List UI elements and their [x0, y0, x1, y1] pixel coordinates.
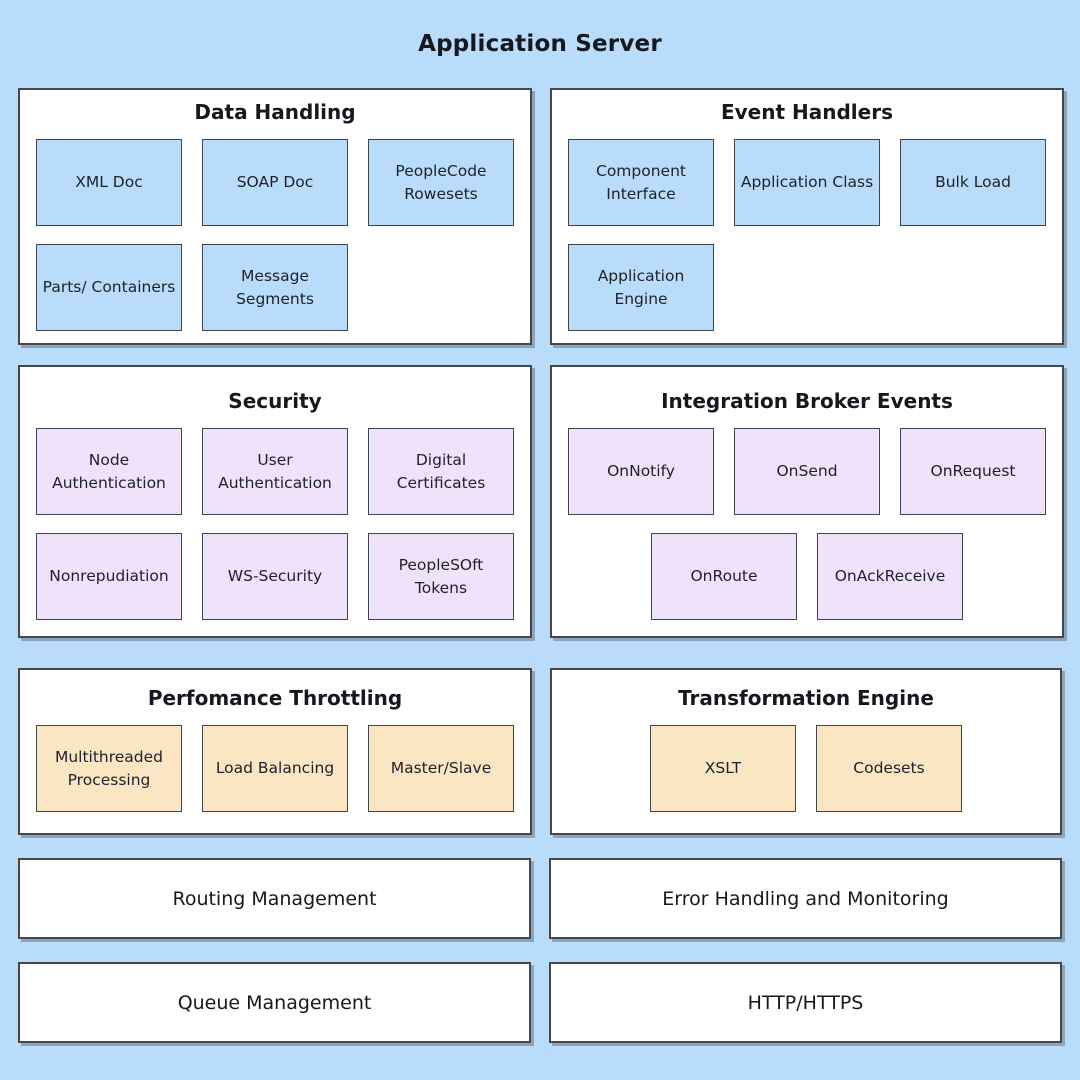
panel-title-event-handlers: Event Handlers — [720, 100, 893, 124]
bar-error-handling-and-monitoring: Error Handling and Monitoring — [549, 858, 1062, 939]
box-node-authentication: Node Authentication — [36, 428, 182, 515]
box-row: XML Doc SOAP Doc PeopleCode Rowesets — [36, 139, 514, 226]
box-row: Parts/ Containers Message Segments — [36, 244, 514, 331]
row-queue-http: Queue Management HTTP/HTTPS — [0, 962, 1080, 1043]
panel-title-perfomance-throttling: Perfomance Throttling — [147, 686, 403, 710]
bar-routing-management: Routing Management — [18, 858, 531, 939]
box-soap-doc: SOAP Doc — [202, 139, 348, 226]
box-message-segments: Message Segments — [202, 244, 348, 331]
diagram-header: Application Server — [0, 0, 1080, 88]
box-application-class: Application Class — [734, 139, 880, 226]
box-onackreceive: OnAckReceive — [817, 533, 963, 620]
box-row: Component Interface Application Class Bu… — [568, 139, 1046, 226]
box-onroute: OnRoute — [651, 533, 797, 620]
box-peoplesoft-tokens: PeopleSOft Tokens — [368, 533, 514, 620]
box-xslt: XSLT — [650, 725, 796, 812]
panel-title-data-handling: Data Handling — [194, 100, 356, 124]
box-xml-doc: XML Doc — [36, 139, 182, 226]
box-row: Multithreaded Processing Load Balancing … — [36, 725, 514, 812]
panel-event-handlers: Event Handlers Component Interface Appli… — [550, 88, 1064, 345]
panel-title-transformation-engine: Transformation Engine — [678, 686, 934, 710]
panel-security: Security Node Authentication User Authen… — [18, 365, 532, 638]
row-routing-error: Routing Management Error Handling and Mo… — [0, 858, 1080, 939]
box-row: Application Engine — [568, 244, 1046, 331]
box-multithreaded-processing: Multithreaded Processing — [36, 725, 182, 812]
box-codesets: Codesets — [816, 725, 962, 812]
box-load-balancing: Load Balancing — [202, 725, 348, 812]
box-row: XSLT Codesets — [568, 725, 1044, 812]
box-onnotify: OnNotify — [568, 428, 714, 515]
box-master-slave: Master/Slave — [368, 725, 514, 812]
row-security-ibe: Security Node Authentication User Authen… — [0, 365, 1080, 638]
page-title: Application Server — [418, 31, 662, 57]
panel-transformation-engine: Transformation Engine XSLT Codesets — [550, 668, 1062, 835]
box-component-interface: Component Interface — [568, 139, 714, 226]
panel-data-handling: Data Handling XML Doc SOAP Doc PeopleCod… — [18, 88, 532, 345]
bar-http-https: HTTP/HTTPS — [549, 962, 1062, 1043]
box-row: OnNotify OnSend OnRequest — [568, 428, 1046, 515]
box-peoplecode-rowesets: PeopleCode Rowesets — [368, 139, 514, 226]
box-parts-containers: Parts/ Containers — [36, 244, 182, 331]
box-ws-security: WS-Security — [202, 533, 348, 620]
box-bulk-load: Bulk Load — [900, 139, 1046, 226]
panel-title-security: Security — [228, 389, 322, 413]
bar-queue-management: Queue Management — [18, 962, 531, 1043]
box-onsend: OnSend — [734, 428, 880, 515]
box-row: Node Authentication User Authentication … — [36, 428, 514, 515]
panel-perfomance-throttling: Perfomance Throttling Multithreaded Proc… — [18, 668, 532, 835]
box-user-authentication: User Authentication — [202, 428, 348, 515]
box-row: OnRoute OnAckReceive — [568, 533, 1046, 620]
box-row: Nonrepudiation WS-Security PeopleSOft To… — [36, 533, 514, 620]
box-application-engine: Application Engine — [568, 244, 714, 331]
box-digital-certificates: Digital Certificates — [368, 428, 514, 515]
panel-title-integration-broker-events: Integration Broker Events — [661, 389, 953, 413]
box-onrequest: OnRequest — [900, 428, 1046, 515]
row-data-events: Data Handling XML Doc SOAP Doc PeopleCod… — [0, 88, 1080, 345]
box-nonrepudiation: Nonrepudiation — [36, 533, 182, 620]
panel-integration-broker-events: Integration Broker Events OnNotify OnSen… — [550, 365, 1064, 638]
row-perf-transform: Perfomance Throttling Multithreaded Proc… — [0, 668, 1080, 835]
